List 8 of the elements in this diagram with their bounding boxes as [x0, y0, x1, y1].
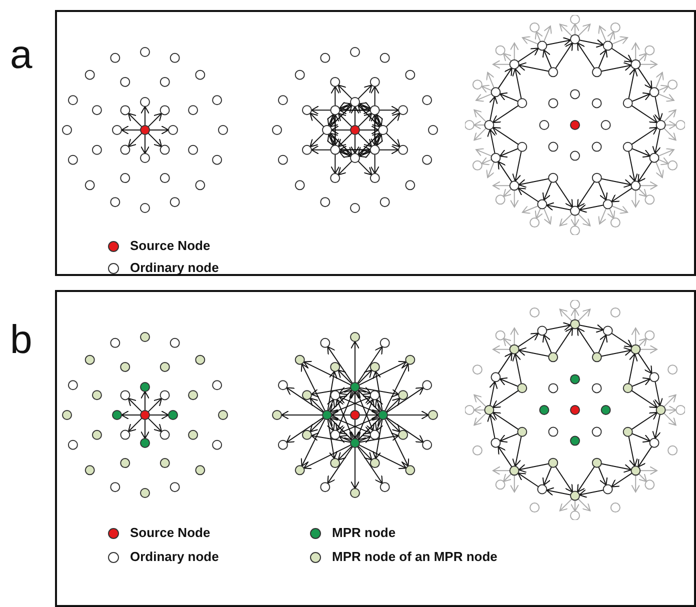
legend-label: Ordinary node: [130, 260, 219, 276]
panel-letter: b: [10, 320, 32, 360]
legend-label: MPR node: [332, 525, 396, 541]
legend-label: Ordinary node: [130, 549, 219, 565]
legend-label: Source Node: [130, 238, 210, 254]
panel-letter: a: [10, 35, 32, 75]
legend-label: MPR node of an MPR node: [332, 549, 498, 565]
legend-label: Source Node: [130, 525, 210, 541]
